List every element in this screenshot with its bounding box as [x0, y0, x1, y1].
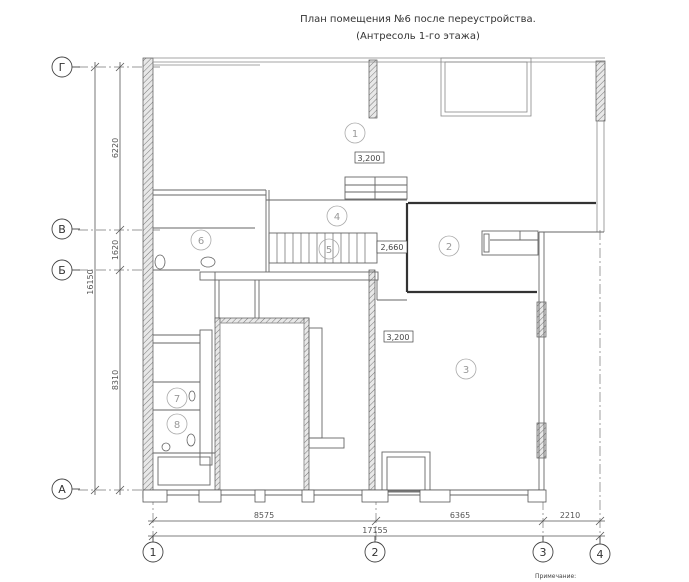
drawing-title: План помещения №6 после переустройства. … — [300, 14, 536, 42]
dim-v-b: 1620 — [111, 240, 120, 260]
level-stair: 2,660 — [381, 243, 404, 252]
interior-walls — [153, 176, 604, 496]
row-axis-markers — [51, 56, 80, 500]
grid-lines — [78, 66, 601, 540]
dim-3-4: 2210 — [560, 511, 580, 520]
room-number-7: 7 — [174, 394, 180, 405]
horizontal-dimensions — [148, 516, 605, 541]
axis-label-4: 4 — [597, 548, 604, 561]
level-room-3: 3,200 — [387, 333, 410, 342]
column-axis-markers — [142, 536, 611, 565]
exterior-walls — [153, 57, 605, 232]
dim-horizontal-total: 17155 — [362, 526, 387, 535]
room-number-2: 2 — [446, 242, 452, 253]
washbasin-icon — [200, 256, 216, 268]
room-number-1: 1 — [352, 129, 358, 140]
dim-vertical-total: 16150 — [86, 269, 95, 294]
level-room-1: 3,200 — [358, 154, 381, 163]
note-label: Примечание: — [535, 573, 576, 580]
staircase — [276, 233, 366, 263]
axis-label-b: Б — [58, 264, 66, 277]
toilet-icon — [188, 390, 196, 402]
level-marks — [354, 151, 414, 343]
dim-1-2: 8575 — [254, 511, 274, 520]
title-line-1: План помещения №6 после переустройства. — [300, 14, 536, 25]
drain-icon — [161, 442, 171, 452]
room-number-6: 6 — [198, 236, 204, 247]
sink-icon — [154, 254, 166, 270]
room-markers — [166, 122, 477, 435]
dim-b-a: 8310 — [111, 370, 120, 390]
footings — [142, 489, 547, 503]
axis-label-1: 1 — [150, 546, 157, 559]
axis-label-v: В — [58, 223, 66, 236]
axis-label-g: Г — [59, 61, 66, 74]
axis-label-a: А — [58, 483, 66, 496]
room-number-5: 5 — [326, 245, 332, 256]
title-line-2: (Антресоль 1-го этажа) — [356, 31, 480, 42]
sanitary-fixtures — [154, 254, 216, 452]
load-bearing-walls — [142, 57, 606, 499]
vertical-dimensions — [90, 62, 125, 495]
toilet-icon — [186, 433, 196, 447]
partition-walls — [405, 201, 596, 294]
dim-g-v: 6220 — [111, 138, 120, 158]
room-number-3: 3 — [463, 365, 469, 376]
room-number-8: 8 — [174, 420, 180, 431]
axis-label-2: 2 — [372, 546, 379, 559]
dim-2-3: 6365 — [450, 511, 470, 520]
room-number-4: 4 — [334, 212, 340, 223]
axis-label-3: 3 — [540, 546, 547, 559]
